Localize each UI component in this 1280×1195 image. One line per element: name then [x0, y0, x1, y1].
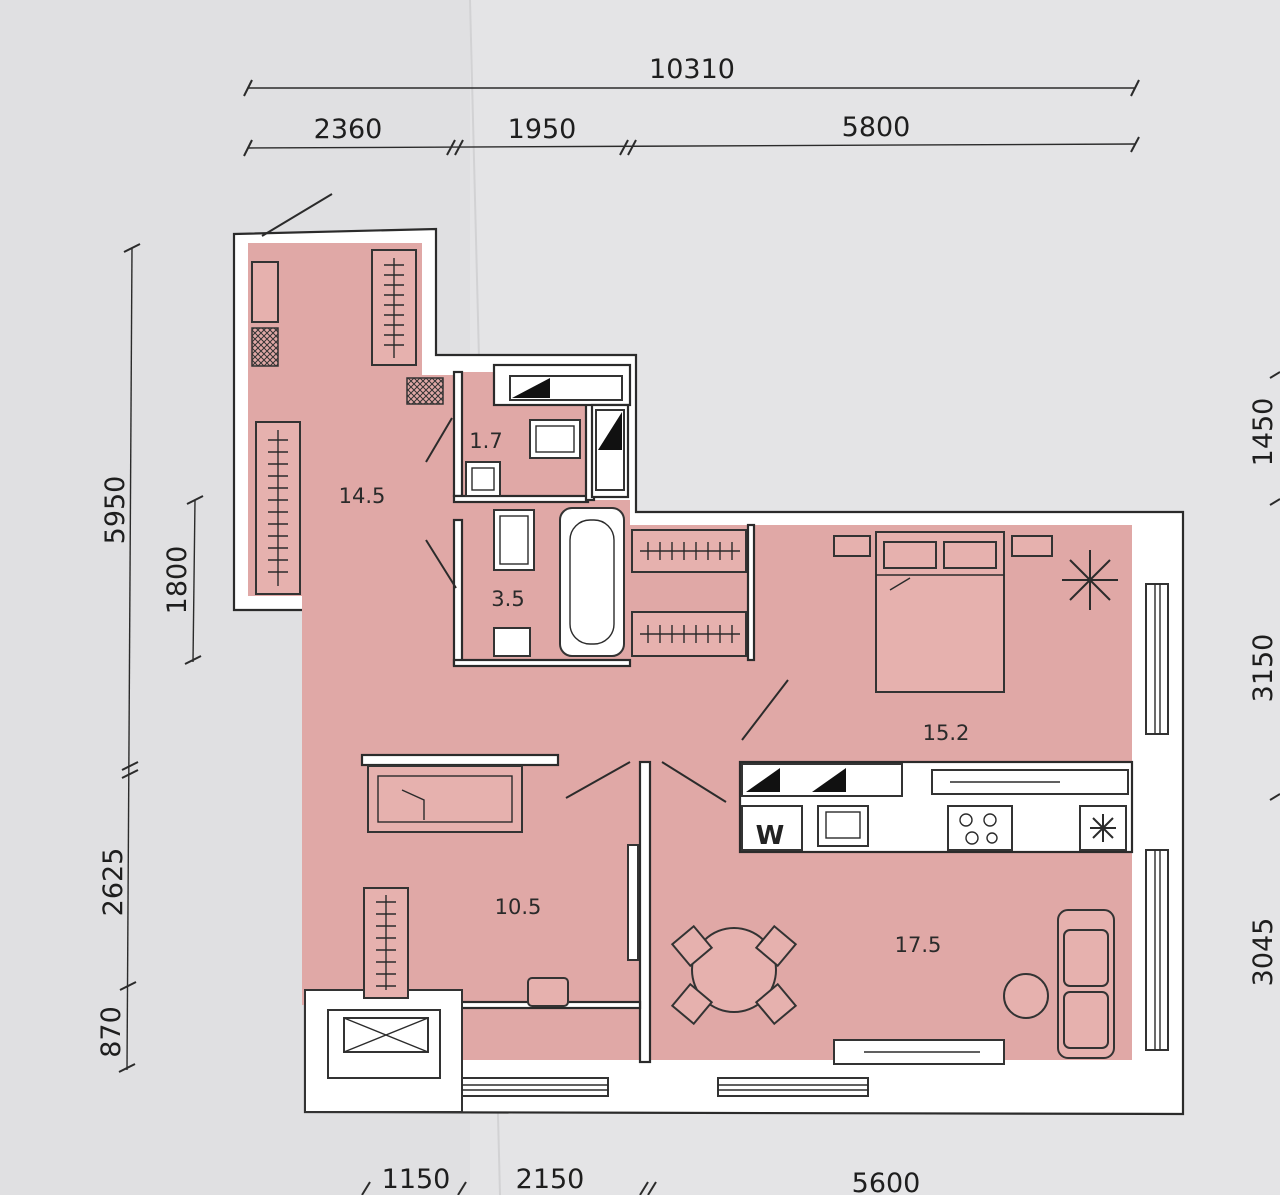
desk-chair — [527, 977, 569, 1007]
bedroom-wardrobe-top — [631, 529, 747, 573]
furniture: W — [251, 249, 1129, 1065]
bath-sink — [493, 627, 531, 657]
plant-icon — [1062, 550, 1118, 610]
bed — [833, 531, 1053, 693]
dim-bottom-segment-2: 2150 — [516, 1164, 585, 1195]
coffee-table — [1003, 973, 1049, 1019]
area-kitchen-living: 17.5 — [895, 933, 942, 957]
hall-vent-left — [251, 327, 279, 367]
area-hallway: 14.5 — [339, 484, 386, 508]
area-bedroom: 15.2 — [923, 721, 970, 745]
dim-bottom-segment-1: 1150 — [382, 1164, 451, 1195]
dim-top-segment-3: 5800 — [842, 112, 911, 143]
windows — [261, 193, 1169, 1097]
dim-left-bottom: 870 — [96, 1006, 127, 1058]
dimension-labels: 10310 2360 1950 5800 5950 1800 2625 870 … — [96, 54, 1279, 1195]
ventilation-shaft — [304, 989, 463, 1113]
wc-sink — [465, 461, 501, 497]
dim-right-top: 1450 — [1248, 398, 1279, 467]
hall-wardrobe-left — [255, 421, 301, 595]
dim-top-total: 10310 — [649, 54, 735, 85]
dim-left-lower: 2625 — [98, 848, 129, 917]
area-room: 10.5 — [495, 895, 542, 919]
area-wc: 1.7 — [469, 429, 502, 453]
dim-top-segment-1: 2360 — [314, 114, 383, 145]
shoe-cabinet — [251, 261, 279, 323]
hall-wardrobe-top — [371, 249, 417, 366]
nightstand-right — [1011, 535, 1053, 557]
area-bathroom: 3.5 — [491, 587, 524, 611]
dim-right-middle: 3150 — [1248, 634, 1279, 703]
dim-bottom-segment-3: 5600 — [852, 1168, 921, 1195]
sofa — [1003, 909, 1115, 1059]
bedroom-wardrobe-bottom — [631, 611, 747, 657]
dim-left-inner: 1800 — [162, 546, 193, 615]
washer-label: W — [756, 821, 785, 851]
dining-table — [670, 924, 798, 1026]
room-area-labels: 14.5 1.7 3.5 15.2 10.5 17.5 — [339, 429, 970, 957]
room-wardrobe-left — [363, 887, 409, 999]
bathtub — [559, 507, 625, 657]
dimension-lines — [118, 79, 1280, 1195]
hall-vent-right — [406, 377, 444, 405]
kitchen-counter: W — [741, 763, 1129, 851]
room-wardrobe-top — [367, 765, 523, 833]
nightstand-left — [833, 535, 871, 557]
doors — [425, 417, 789, 961]
dim-left-total: 5950 — [100, 476, 131, 545]
dim-top-segment-2: 1950 — [508, 114, 577, 145]
dim-right-bottom: 3045 — [1248, 918, 1279, 987]
